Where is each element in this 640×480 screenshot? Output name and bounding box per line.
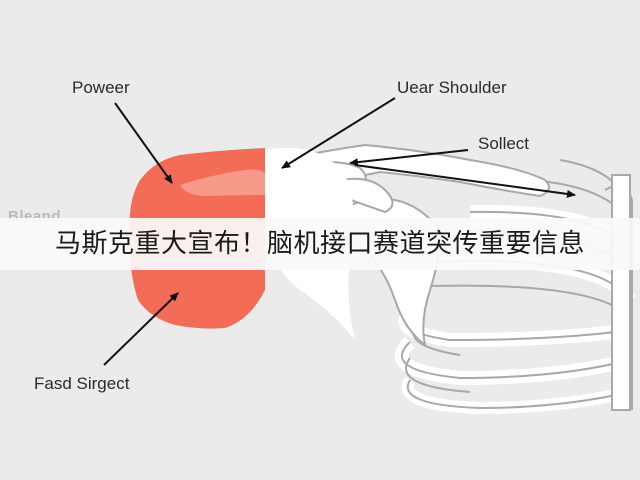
arrow-power	[114, 102, 173, 184]
arrow-upper-shoulder	[281, 97, 396, 169]
label-collect: Sollect	[478, 134, 530, 153]
label-upper-shoulder: Uear Shoulder	[397, 78, 507, 97]
arrow-fasd	[103, 292, 179, 366]
arrow-collect-right	[354, 164, 576, 198]
pointer-arrows	[103, 97, 576, 366]
sternum	[611, 174, 631, 411]
headline-banner: 马斯克重大宣布！脑机接口赛道突传重要信息	[0, 218, 640, 270]
deltoid-inner-tint	[180, 169, 265, 196]
headline-text: 马斯克重大宣布！脑机接口赛道突传重要信息	[54, 229, 585, 259]
label-fasd-sirgect: Fasd Sirgect	[34, 374, 130, 393]
label-power: Poweer	[72, 78, 130, 97]
arrow-collect-left	[349, 149, 469, 167]
coracoid	[338, 177, 394, 214]
